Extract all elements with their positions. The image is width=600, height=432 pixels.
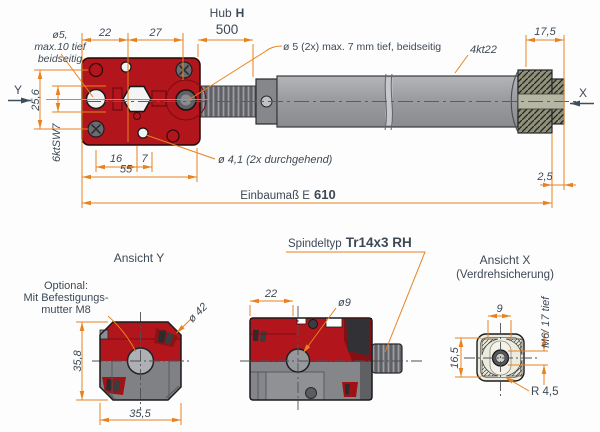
radius-label: R 4,5 — [531, 386, 559, 398]
corner-hole — [166, 129, 180, 143]
view-spindle-body — [240, 306, 424, 410]
square-4kt22-label: 4kt22 — [470, 44, 497, 56]
leader-hole41 — [145, 134, 216, 160]
leader-hole5-side — [60, 53, 94, 98]
dimension-lines — [34, 33, 576, 208]
thread-depth-label: M6/ 17 tief — [540, 296, 552, 348]
leader-d9 — [302, 307, 337, 354]
axis-x-label: X — [579, 86, 587, 100]
dim-9-spindle: ø9 — [338, 297, 351, 309]
view-y-dimensions — [76, 315, 192, 425]
view-y-title: Ansicht Y — [114, 251, 164, 265]
leader-optional — [107, 315, 137, 353]
dim-55: 55 — [120, 164, 133, 176]
view-x-body — [464, 323, 537, 396]
break-gap — [385, 77, 393, 126]
small-hole-top — [120, 61, 132, 73]
svg-text:beidseitig: beidseitig — [38, 53, 83, 65]
dim-42: ø 42 — [186, 301, 210, 325]
dim-2-5: 2,5 — [536, 171, 553, 183]
pin-hole — [133, 112, 141, 120]
axis-y-label: Y — [14, 83, 22, 97]
view-x-subtitle: (Verdrehsicherung) — [456, 269, 554, 281]
leader-r45 — [504, 376, 530, 392]
svg-text:mutter M8: mutter M8 — [41, 304, 91, 316]
small-hole-bottom — [137, 127, 149, 139]
svg-text:Optional:: Optional: — [44, 280, 88, 292]
svg-text:ø5,: ø5, — [52, 29, 67, 41]
view-x-title: Ansicht X — [480, 253, 531, 267]
view-y: Ansicht Y Optional: Mit Befestigungs- mu… — [24, 251, 210, 425]
dim-16-5: 16,5 — [449, 346, 461, 368]
dim-27: 27 — [148, 27, 162, 39]
view-y-body — [92, 312, 189, 410]
hole5-side-label: ø5, max.10 tief beidseitig — [34, 29, 86, 65]
threaded-stub — [371, 343, 403, 374]
dim-35-5: 35,5 — [129, 408, 151, 420]
view-x: Ansicht X (Verdrehsicherung) — [449, 253, 559, 398]
corner-screw — [87, 120, 105, 138]
hole41-label: ø 4,1 (2x durchgehend) — [218, 154, 333, 166]
leader-spindle-type — [286, 251, 426, 353]
dim-25-6: 25,6 — [30, 88, 42, 111]
view-spindle-dimensions — [249, 251, 426, 354]
svg-text:Mit Befestigungs-: Mit Befestigungs- — [24, 292, 109, 304]
leader-4kt22 — [454, 54, 469, 74]
optional-note: Optional: Mit Befestigungs- mutter M8 — [24, 280, 109, 316]
view-direction-arrows: Y X — [8, 83, 594, 107]
leader-d42 — [176, 318, 192, 334]
dim-16: 16 — [110, 153, 123, 165]
view-x-dimensions — [455, 313, 548, 392]
hex-sw7-label: 6ktSW7 — [51, 123, 63, 162]
dim-22: 22 — [98, 27, 111, 39]
svg-text:max.10 tief: max.10 tief — [34, 41, 86, 53]
hub-value: 500 — [216, 22, 239, 37]
dim-9: 9 — [496, 303, 502, 315]
dim-35-8: 35,8 — [72, 349, 84, 371]
corner-hole — [88, 62, 104, 78]
dim-17-5: 17,5 — [534, 26, 556, 38]
dim-22-spindle: 22 — [264, 288, 277, 300]
leader-hole5-top — [189, 45, 283, 100]
hole5-top-label: ø 5 (2x) max. 7 mm tief, beidseitig — [283, 41, 441, 53]
corner-pockets — [481, 338, 523, 377]
corner-screw — [175, 61, 193, 79]
dim-7: 7 — [141, 153, 148, 165]
